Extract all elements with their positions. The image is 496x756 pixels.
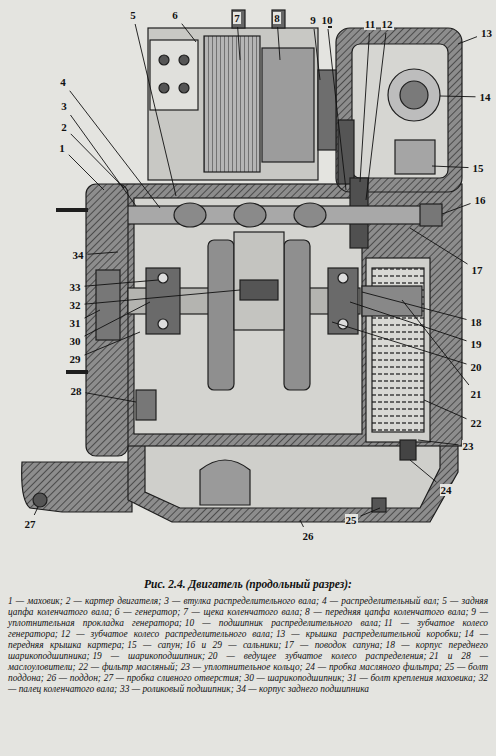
leader-line <box>361 508 381 516</box>
callout-number: 24 <box>440 484 453 496</box>
callout-number: 2 <box>60 121 68 133</box>
leader-line <box>85 290 241 304</box>
leader-line <box>418 440 459 445</box>
legend-entry: 15 — сапун; <box>127 640 183 650</box>
callout-number: 7 <box>233 12 241 24</box>
callout-number: 32 <box>69 299 82 311</box>
callout-number: 31 <box>69 317 82 329</box>
callout-number: 30 <box>69 335 82 347</box>
leader-line <box>238 27 240 60</box>
legend-entry: 7 — щека коленчатого вала; <box>183 607 302 617</box>
leader-line <box>410 228 468 264</box>
legend-entry: 12 — зубчатое колесо распределительного … <box>61 629 273 639</box>
legend-entry: 33 — роликовый подшипник; <box>120 684 234 694</box>
callout-number: 29 <box>69 353 82 365</box>
legend-entry: 20 — ведущее зубчатое колесо распределен… <box>208 651 426 661</box>
callout-number: 12 <box>381 18 394 30</box>
leader-line <box>432 166 469 168</box>
callout-number: 10 <box>321 14 334 26</box>
leader-line <box>85 332 141 355</box>
callout-number: 23 <box>462 440 475 452</box>
legend-entry: 34 — корпус заднего подшипника <box>237 684 369 694</box>
leader-line <box>300 520 304 527</box>
callout-number: 9 <box>309 14 317 26</box>
legend-entry: 24 — пробка масляного фильтра; <box>306 662 442 672</box>
legend-entry: 4 — распределительный вал; <box>322 596 440 606</box>
callout-number: 18 <box>470 316 483 328</box>
leader-line <box>182 24 196 42</box>
callout-number: 17 <box>471 264 484 276</box>
legend-entry: 1 — маховик; <box>8 596 63 606</box>
leader-line <box>71 134 124 188</box>
callout-number: 15 <box>472 162 485 174</box>
callout-number: 14 <box>479 91 492 103</box>
legend-entry: 23 — уплотнительное кольцо; <box>181 662 303 672</box>
legend-entry: 31 — болт крепления маховика; <box>348 673 476 683</box>
legend-entry: 2 — картер двигателя; <box>66 596 162 606</box>
leader-line <box>86 393 137 402</box>
callout-number: 5 <box>129 9 137 21</box>
leader-line <box>278 27 280 60</box>
callout-number: 19 <box>470 338 483 350</box>
callout-number: 1 <box>58 142 66 154</box>
leader-line <box>402 300 469 385</box>
leader-line <box>70 91 160 208</box>
callout-number: 11 <box>364 18 376 30</box>
legend-entry: 10 — подшипник распределительного вала; <box>185 618 381 628</box>
figure-caption: Рис. 2.4. Двигатель (продольный разрез): <box>8 578 488 590</box>
leader-line <box>85 302 151 336</box>
leader-line <box>440 96 476 98</box>
legend-text: 1 — маховик;2 — картер двигателя;3 — вту… <box>8 596 488 695</box>
leader-line <box>85 280 159 286</box>
callout-number: 27 <box>24 518 37 530</box>
callout-number: 33 <box>69 281 82 293</box>
leader-line <box>314 29 320 80</box>
callout-number: 6 <box>171 9 179 21</box>
callout-number: 4 <box>59 76 67 88</box>
legend-entry: 27 — пробка сливного отверстия; <box>104 673 242 683</box>
callout-number: 13 <box>480 27 493 39</box>
callout-number: 28 <box>70 385 83 397</box>
leader-line <box>70 115 136 206</box>
legend-entry: 22 — фильтр масляный; <box>79 662 178 672</box>
leader-line <box>458 37 477 44</box>
leader-line <box>34 507 38 515</box>
legend-entry: 26 — поддон; <box>47 673 101 683</box>
callout-number: 16 <box>474 194 487 206</box>
leader-line <box>85 310 101 318</box>
legend-entry: 30 — шарикоподшипник; <box>245 673 345 683</box>
leader-line <box>424 400 467 419</box>
callout-number: 25 <box>345 514 358 526</box>
leader-line <box>366 33 386 200</box>
legend-entry: 19 — шарикоподшипник; <box>92 651 205 661</box>
leader-line <box>360 33 369 182</box>
leader-line <box>88 252 119 254</box>
legend-entry: 17 — поводок сапуна; <box>284 640 382 650</box>
legend-entry: 16 и 29 — сальники; <box>186 640 282 650</box>
callout-number: 34 <box>72 249 85 261</box>
legend-entry: 3 — втулка распределительного вала; <box>164 596 319 606</box>
callout-number: 21 <box>470 388 483 400</box>
legend-entry: 13 — крышка распределительной коробки; <box>276 629 462 639</box>
callout-number: 22 <box>470 417 483 429</box>
leader-line <box>69 155 104 190</box>
leader-line <box>328 29 346 190</box>
callout-number: 3 <box>60 100 68 112</box>
callout-number: 20 <box>470 361 483 373</box>
leader-line <box>135 24 176 196</box>
leader-line <box>332 322 467 364</box>
callout-number: 8 <box>273 12 281 24</box>
callout-number: 26 <box>302 530 315 542</box>
leader-line <box>410 460 437 482</box>
leader-line <box>442 204 471 215</box>
legend-entry: 8 — передняя цапфа коленчатого вала; <box>305 607 468 617</box>
legend-entry: 6 — генератор; <box>115 607 181 617</box>
